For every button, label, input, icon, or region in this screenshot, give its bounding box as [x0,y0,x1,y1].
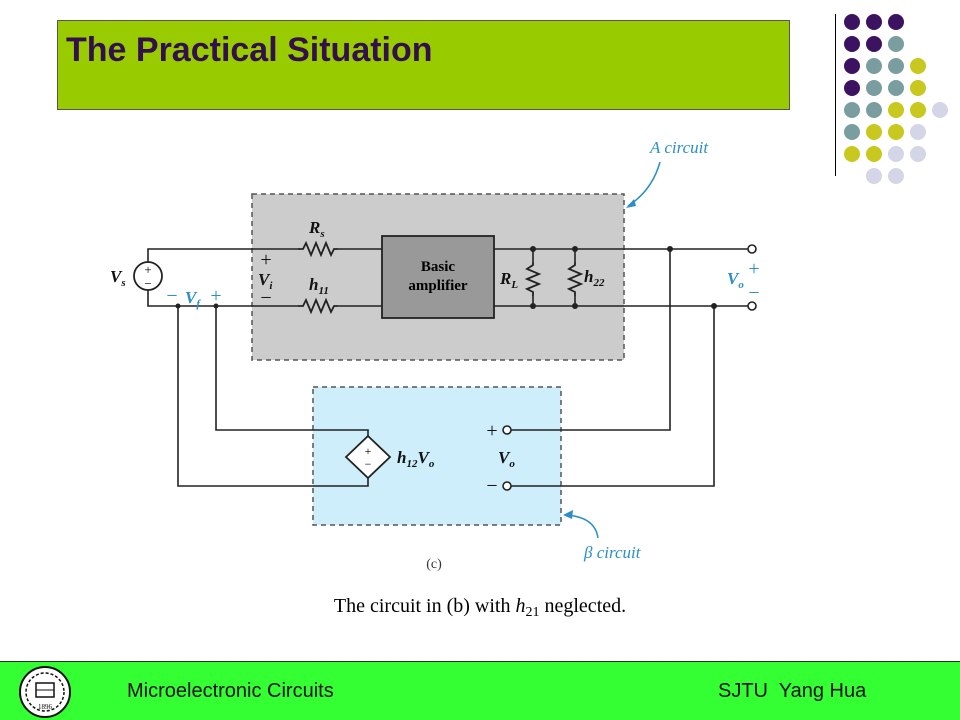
vi-label: Vi [258,270,273,292]
basic-amplifier-label-2: amplifier [408,278,467,294]
decorative-dot [844,102,860,118]
decorative-dot [844,36,860,52]
decorative-dot [866,146,882,162]
resistor-rl [524,262,542,296]
decorative-dot [888,36,904,52]
voltage-source-icon [133,261,163,291]
a-circuit-label: A circuit [649,138,709,157]
resistor-h22 [566,262,584,296]
decorative-dot [888,80,904,96]
caption-subscript: 21 [525,605,540,620]
a-circuit-arrowhead [626,199,636,208]
vo-beta-plus: + [486,420,497,442]
caption-text-post: neglected. [539,595,627,617]
basic-amplifier-block [381,235,495,319]
decorative-dot [866,36,882,52]
decorative-dot [866,80,882,96]
footer-author: SJTU Yang Hua [718,680,867,702]
rs-label: Rs [308,218,325,240]
decorative-dot [866,102,882,118]
source-plus: + [144,262,151,277]
decorative-dot [888,168,904,184]
vo-out-minus: − [748,282,759,304]
output-terminals [502,244,757,491]
decorative-dot [910,124,926,140]
rl-label: RL [499,269,518,291]
decorative-dot [932,102,948,118]
title-banner: The Practical Situation [57,20,790,110]
decorative-dot [866,168,882,184]
decorative-dot [844,124,860,140]
caption-text-pre: The circuit in (b) with [333,595,516,617]
decorative-dot [888,102,904,118]
resistor-h11 [298,297,338,315]
junction-dots [175,246,717,309]
vo-beta-minus: − [486,475,497,497]
decorative-dot [888,58,904,74]
university-logo-icon: 1896 [19,666,71,718]
basic-amplifier-label-1: Basic [421,259,456,275]
caption-variable: h [515,595,526,617]
dep-source-plus: + [365,444,372,458]
vf-label: Vf [185,288,201,310]
resistor-symbols [298,240,584,315]
decorative-dot [888,146,904,162]
dependent-source-icon [344,434,392,480]
decorative-dot [888,124,904,140]
figure-tag: (c) [426,557,442,572]
figure-caption: The circuit in (b) with h21 neglected. [0,595,960,621]
vo-beta-label: Vo [498,448,515,470]
beta-circuit-label: β circuit [583,543,642,562]
circuit-wires [147,248,748,487]
footer-bar: 1896 Microelectronic Circuits SJTU Yang … [0,661,960,720]
vi-minus: − [260,287,271,309]
dep-source-minus: − [365,457,372,471]
decorative-dot [844,58,860,74]
h22-label: h22 [584,267,605,289]
source-minus: − [144,276,151,291]
vs-label: Vs [110,267,126,289]
page-title: The Practical Situation [66,31,433,69]
feedback-circuit-diagram: Basic amplifier + − + − Vs Rs h11 Vi RL … [110,138,760,572]
vo-out-plus: + [748,258,759,280]
decorative-dot [844,146,860,162]
decorative-dot [844,80,860,96]
decorative-dot [910,80,926,96]
vf-plus: + [210,285,221,307]
a-circuit-arrow [627,161,661,207]
h12vo-label: h12Vo [397,448,435,470]
decorative-dot [888,14,904,30]
decorative-dot [844,14,860,30]
decorative-dot [910,102,926,118]
h11-label: h11 [309,275,329,297]
footer-course-name: Microelectronic Circuits [127,680,334,702]
decorative-dot [910,146,926,162]
beta-circuit-arrowhead [563,510,573,519]
resistor-rs [298,240,338,258]
vi-plus: + [260,249,271,271]
decorative-dot [866,14,882,30]
decorative-dot [866,124,882,140]
beta-circuit-arrow [564,514,599,539]
logo-year: 1896 [38,703,53,711]
decorative-dot [866,58,882,74]
decorative-divider [835,14,836,176]
vf-minus: − [166,285,177,307]
decorative-dot [910,58,926,74]
vo-out-label: Vo [727,269,744,291]
